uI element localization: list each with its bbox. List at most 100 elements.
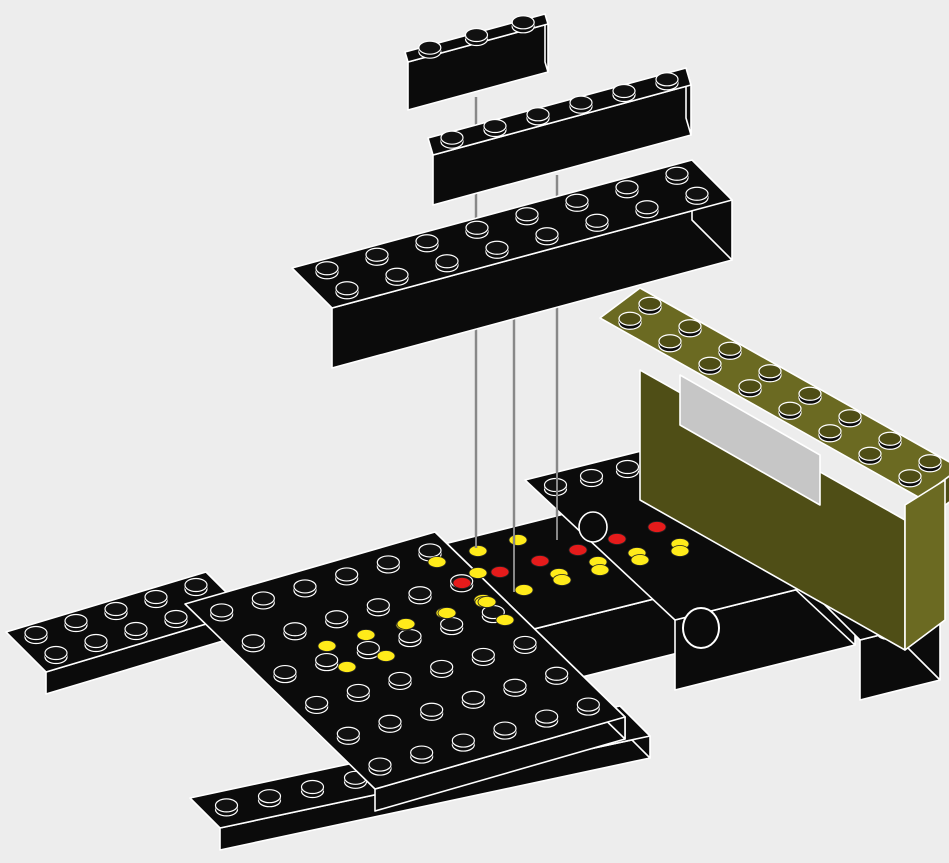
olive-stud [919, 455, 941, 472]
stud [472, 648, 494, 665]
olive-stud [699, 357, 721, 374]
stud [686, 187, 708, 204]
stud [416, 235, 438, 252]
stud [656, 73, 678, 90]
stud [514, 636, 536, 653]
stud [586, 214, 608, 231]
stud [336, 568, 358, 585]
stud [466, 221, 488, 238]
stud [65, 615, 87, 632]
stud [504, 679, 526, 696]
yellow-highlight-stud [509, 535, 527, 546]
stud [546, 667, 568, 684]
stud [409, 587, 431, 604]
stud [386, 268, 408, 285]
yellow-highlight-stud [515, 585, 533, 596]
stud [369, 758, 391, 775]
olive-stud [819, 425, 841, 442]
stud [411, 746, 433, 763]
stud [431, 660, 453, 677]
olive-stud [839, 410, 861, 427]
stud [326, 611, 348, 628]
olive-stud [639, 297, 661, 314]
yellow-highlight-stud [338, 662, 356, 673]
olive-stud [719, 342, 741, 359]
olive-stud [859, 447, 881, 464]
stud [436, 255, 458, 272]
stud [211, 604, 233, 621]
stud [536, 228, 558, 245]
stud [545, 479, 567, 496]
olive-stud [619, 312, 641, 329]
stud [337, 727, 359, 744]
yellow-highlight-stud [469, 568, 487, 579]
yellow-highlight-stud [553, 575, 571, 586]
yellow-highlight-stud [397, 619, 415, 630]
olive-end-face [905, 480, 945, 650]
stud [577, 698, 599, 715]
pin-hole [579, 512, 607, 542]
red-highlight-stud [608, 534, 626, 545]
red-highlight-stud [491, 567, 509, 578]
stud [379, 715, 401, 732]
stud [441, 131, 463, 148]
stud [185, 579, 207, 596]
yellow-highlight-stud [671, 546, 689, 557]
olive-stud [799, 387, 821, 404]
stud [616, 181, 638, 198]
stud [527, 108, 549, 125]
stud [494, 722, 516, 739]
stud [421, 703, 443, 720]
stud [145, 591, 167, 608]
stud [347, 684, 369, 701]
stud [516, 208, 538, 225]
stud [294, 580, 316, 597]
stud [274, 666, 296, 683]
stud [536, 710, 558, 727]
red-highlight-stud [648, 522, 666, 533]
olive-stud [739, 380, 761, 397]
stud [452, 734, 474, 751]
stud [484, 120, 506, 137]
stud [570, 96, 592, 113]
stud [357, 642, 379, 659]
stud [45, 647, 67, 664]
stud [336, 282, 358, 299]
stud [25, 627, 47, 644]
stud [259, 790, 281, 807]
stud [316, 654, 338, 671]
stud [366, 248, 388, 265]
stud [105, 603, 127, 620]
yellow-highlight-stud [377, 651, 395, 662]
stud [613, 85, 635, 102]
stud [399, 630, 421, 647]
yellow-highlight-stud [631, 555, 649, 566]
stud [636, 201, 658, 218]
stud [252, 592, 274, 609]
yellow-highlight-stud [357, 630, 375, 641]
red-highlight-stud [531, 556, 549, 567]
stud [165, 611, 187, 628]
olive-stud [759, 365, 781, 382]
stud [462, 691, 484, 708]
stud [389, 672, 411, 689]
stud [302, 781, 324, 798]
stud [85, 635, 107, 652]
stud [512, 16, 534, 33]
stud [367, 599, 389, 616]
olive-stud [879, 432, 901, 449]
stud [441, 618, 463, 635]
stud [486, 241, 508, 258]
olive-stud [779, 402, 801, 419]
olive-stud [679, 320, 701, 337]
stud [581, 470, 603, 487]
red-highlight-stud [569, 545, 587, 556]
yellow-highlight-stud [478, 597, 496, 608]
yellow-highlight-stud [438, 608, 456, 619]
stud [316, 262, 338, 279]
brick-1x3 [405, 14, 548, 110]
stud [306, 696, 328, 713]
stud [466, 29, 488, 46]
stud [284, 623, 306, 640]
